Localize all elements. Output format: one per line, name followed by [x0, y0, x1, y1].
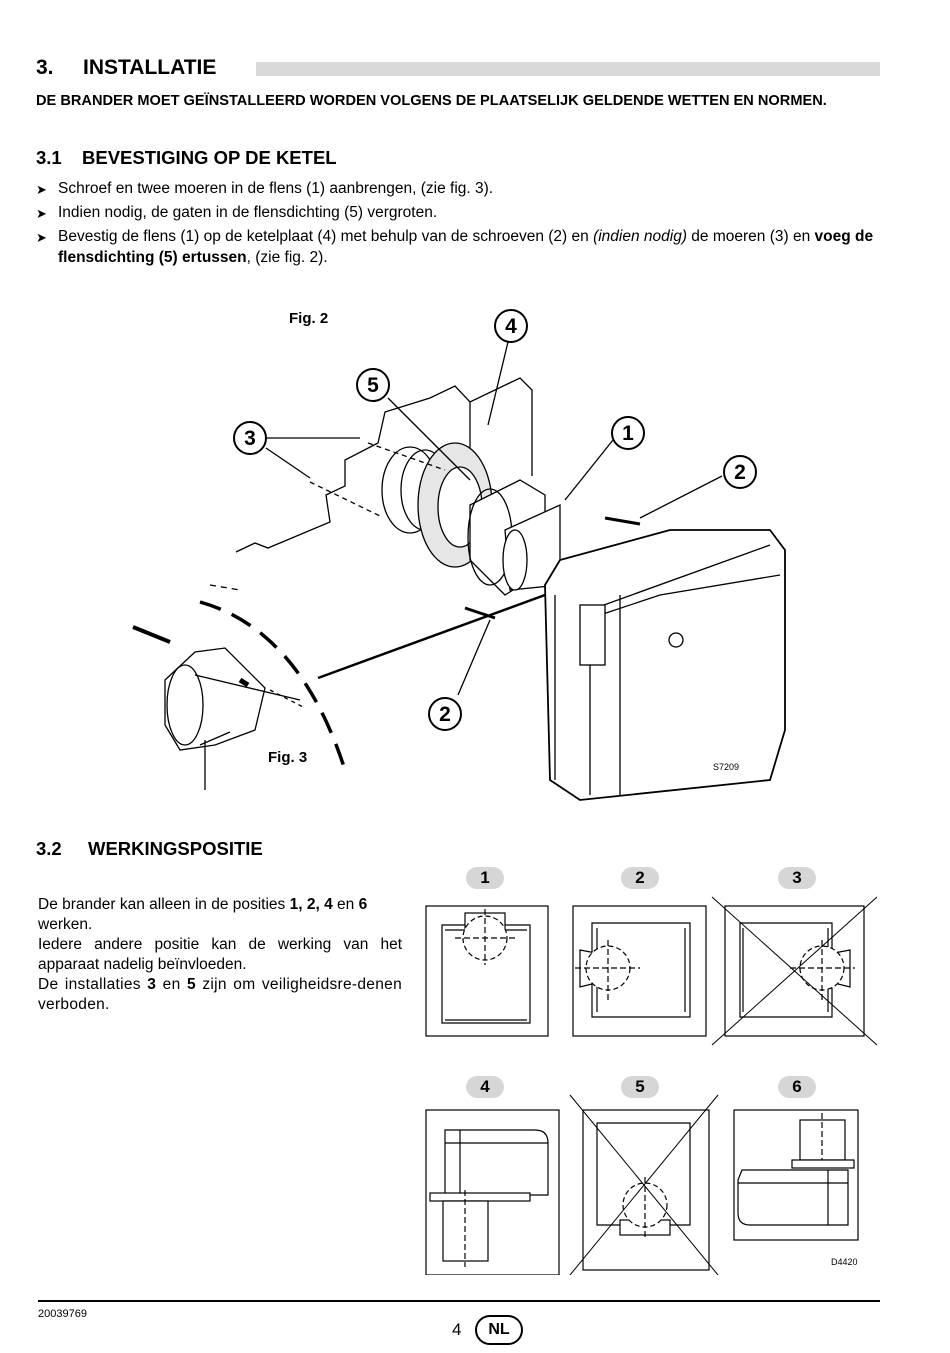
- bullet-item: ➤ Schroef en twee moeren in de flens (1)…: [36, 178, 886, 199]
- arrow-bullet-icon: ➤: [36, 206, 47, 221]
- callout-2b: [428, 697, 462, 731]
- subsection-title: BEVESTIGING OP DE KETEL: [82, 147, 337, 168]
- position-label-2: 2: [621, 867, 659, 889]
- text-part: en: [332, 896, 359, 913]
- position-5-diagram: [569, 1094, 719, 1275]
- arrow-bullet-icon: ➤: [36, 182, 47, 197]
- text-bold: 1, 2, 4: [289, 896, 333, 913]
- bullet-text-italic: (indien nodig): [593, 228, 687, 245]
- text-part: en: [156, 976, 187, 993]
- section-title: INSTALLATIE: [83, 56, 217, 79]
- callout-label: 1: [622, 422, 634, 445]
- document-number: 20039769: [38, 1308, 87, 1320]
- callout-2a: [723, 455, 757, 489]
- bullet-item: ➤ Bevestig de flens (1) op de ketelplaat…: [36, 226, 886, 268]
- installation-figure: 4 5 3 1 2 2 S7209: [132, 309, 786, 801]
- section-heading: 3. INSTALLATIE: [36, 56, 216, 80]
- arrow-bullet-icon: ➤: [36, 230, 47, 245]
- callout-label: 2: [439, 703, 451, 726]
- position-6-diagram: [733, 1109, 859, 1241]
- subsection-heading-3-1: 3.1 BEVESTIGING OP DE KETEL: [36, 147, 337, 169]
- fig2-label: Fig. 2: [289, 310, 329, 327]
- position-label-5: 5: [621, 1076, 659, 1098]
- bullet-text: Indien nodig, de gaten in de flensdichti…: [58, 204, 438, 221]
- subsection-number: 3.1: [36, 147, 62, 168]
- bullet-text-bold: voeg de flensdichting (5) ertussen: [58, 228, 874, 266]
- callout-1: [611, 416, 645, 450]
- paragraph-line: Iedere andere positie kan de werking van…: [38, 936, 402, 973]
- paragraph-line: De brander kan alleen in de posities 1, …: [38, 895, 402, 935]
- language-badge: NL: [475, 1315, 523, 1345]
- text-part: De brander kan alleen in de posities: [38, 896, 290, 913]
- text-part: zijn om veiligheidsre-denen verboden.: [38, 976, 402, 1013]
- position-3-diagram: [711, 896, 878, 1046]
- callout-label: 3: [244, 427, 256, 450]
- figure-code: S7209: [713, 762, 739, 772]
- position-label-3: 3: [778, 867, 816, 889]
- position-label-4: 4: [466, 1076, 504, 1098]
- paragraph-line: De installaties 3 en 5 zijn om veilighei…: [38, 975, 402, 1015]
- callout-4: [494, 309, 528, 343]
- bullet-text-part: de moeren (3) en: [687, 228, 815, 245]
- fig3-label: Fig. 3: [268, 749, 308, 766]
- callout-label: 2: [734, 461, 746, 484]
- section-number: 3.: [36, 56, 54, 79]
- positions-paragraph: De brander kan alleen in de posities 1, …: [38, 895, 402, 1015]
- subsection-title: WERKINGSPOSITIE: [88, 838, 263, 859]
- bullet-text-part: , (zie fig. 2).: [246, 249, 328, 266]
- text-bold: 3: [147, 976, 157, 993]
- positions-code: D4420: [831, 1257, 858, 1267]
- text-part: werken.: [38, 916, 93, 933]
- callout-3: [233, 421, 267, 455]
- bullet-text-part: Bevestig de flens (1) op de ketelplaat (…: [58, 228, 594, 245]
- callout-5: [356, 368, 390, 402]
- position-2-diagram: [572, 905, 707, 1037]
- subsection-number: 3.2: [36, 838, 62, 859]
- positions-diagram: D4420: [425, 896, 878, 1275]
- page-number: 4: [452, 1320, 462, 1339]
- position-label-6: 6: [778, 1076, 816, 1098]
- position-4-diagram: [425, 1109, 560, 1275]
- text-bold: 5: [186, 976, 196, 993]
- callout-label: 4: [505, 315, 517, 338]
- position-label-1: 1: [466, 867, 504, 889]
- text-part: De installaties: [38, 976, 148, 993]
- footer-divider: [38, 1300, 880, 1302]
- heading-bar: [256, 62, 880, 76]
- bullet-text: Bevestig de flens (1) op de ketelplaat (…: [58, 226, 886, 268]
- text-bold: 6: [358, 896, 368, 913]
- callout-label: 5: [367, 374, 379, 397]
- bullet-text: Schroef en twee moeren in de flens (1) a…: [58, 180, 494, 197]
- intro-text: DE BRANDER MOET GEÏNSTALLEERD WORDEN VOL…: [36, 93, 827, 109]
- bullet-item: ➤ Indien nodig, de gaten in de flensdich…: [36, 202, 886, 223]
- subsection-heading-3-2: 3.2 WERKINGSPOSITIE: [36, 838, 263, 860]
- position-1-diagram: [425, 905, 549, 1037]
